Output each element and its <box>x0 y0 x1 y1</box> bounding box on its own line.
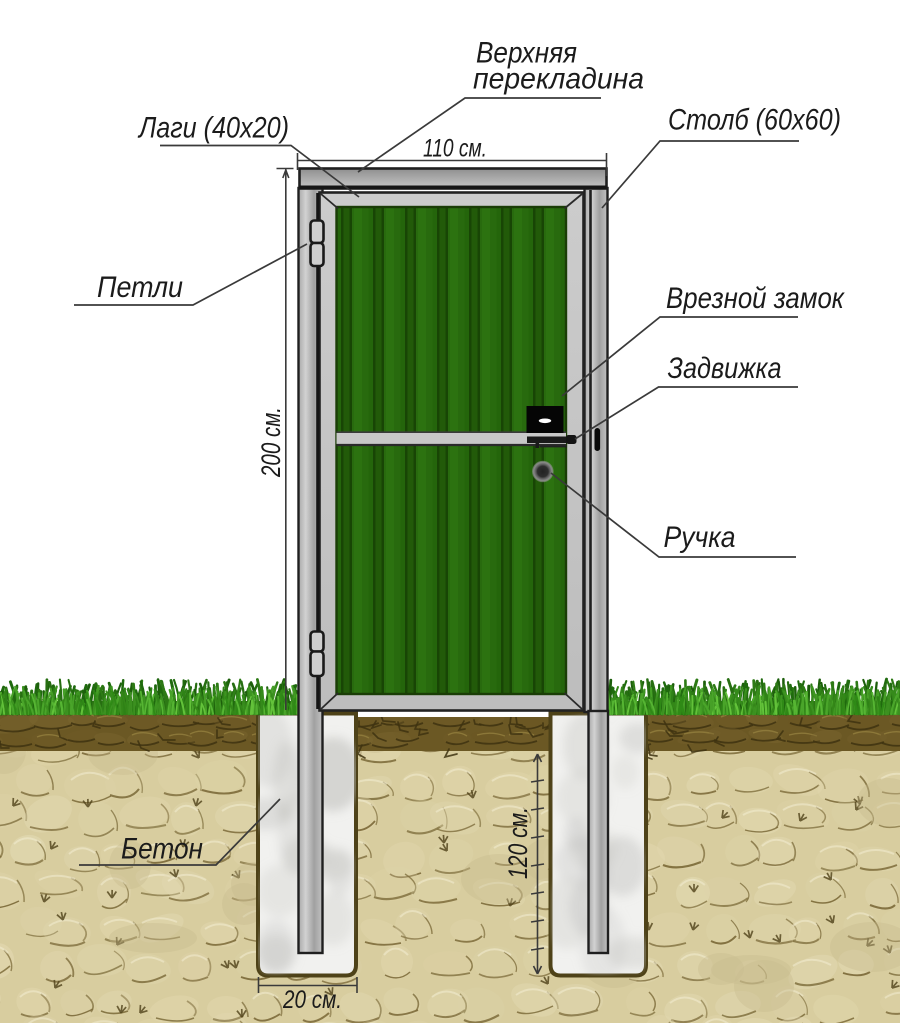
svg-text:Бетон: Бетон <box>121 833 203 866</box>
svg-text:120 см.: 120 см. <box>503 807 533 879</box>
svg-text:Задвижка: Задвижка <box>668 352 782 385</box>
svg-text:Ручка: Ручка <box>664 521 736 554</box>
svg-text:Петли: Петли <box>97 271 183 304</box>
svg-text:20 см.: 20 см. <box>282 986 342 1014</box>
svg-text:200 см.: 200 см. <box>256 407 286 478</box>
svg-text:Столб (60х60): Столб (60х60) <box>668 104 841 137</box>
svg-text:перекладина: перекладина <box>473 63 644 96</box>
svg-text:Верхняя: Верхняя <box>476 37 577 70</box>
svg-text:Лаги (40х20): Лаги (40х20) <box>137 112 289 145</box>
svg-text:110 см.: 110 см. <box>423 135 487 163</box>
svg-text:Врезной замок: Врезной замок <box>666 282 846 315</box>
